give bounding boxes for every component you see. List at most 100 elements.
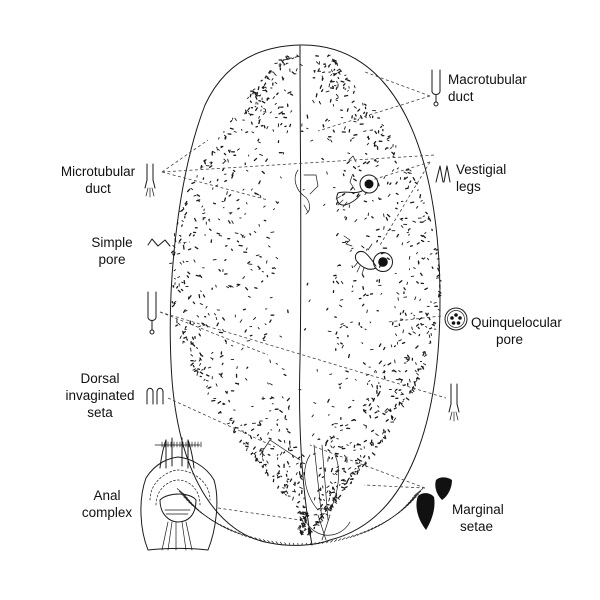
seta-dot <box>334 473 338 476</box>
seta-dot <box>385 408 389 411</box>
seta-dot <box>400 225 404 228</box>
seta-dot <box>199 363 202 366</box>
seta-dot <box>414 296 417 301</box>
seta-dot <box>268 437 272 440</box>
seta-dot <box>395 192 399 195</box>
seta-dot <box>332 58 335 63</box>
seta-dot <box>208 228 212 231</box>
seta-dot <box>289 478 293 482</box>
fringe-hair <box>293 542 295 545</box>
seta-dot <box>323 203 326 206</box>
seta-dot <box>266 460 269 464</box>
seta-dot <box>274 81 278 85</box>
seta-dot <box>349 481 352 485</box>
seta-dot <box>299 486 303 489</box>
seta-dot <box>242 188 245 191</box>
seta-dot <box>244 213 247 215</box>
seta-dot <box>328 63 332 67</box>
seta-dot <box>348 406 352 409</box>
seta-dot <box>264 76 267 79</box>
seta-dot <box>378 360 383 365</box>
seta-dot <box>341 193 346 196</box>
seta-dot <box>193 369 198 373</box>
seta-dot <box>316 524 320 526</box>
seta-dot <box>274 62 278 65</box>
seta-dot <box>297 510 301 514</box>
seta-dot <box>336 437 339 440</box>
seta-dot <box>367 398 370 402</box>
seta-dot <box>222 206 225 209</box>
fringe-hair <box>407 496 417 504</box>
seta-dot <box>361 245 365 249</box>
seta-dot <box>258 421 262 426</box>
fringe-hair <box>400 504 410 511</box>
seta-dot <box>202 216 206 219</box>
seta-dot <box>321 75 324 80</box>
seta-dot <box>354 467 357 470</box>
seta-dot <box>420 200 423 202</box>
seta-dot <box>250 268 253 271</box>
seta-dot <box>331 69 333 73</box>
seta-dot <box>381 124 385 127</box>
seta-dot <box>337 445 342 448</box>
seta-dot <box>188 232 192 237</box>
label-anal-complex-line2: complex <box>82 505 133 520</box>
seta-dot <box>422 215 425 217</box>
seta-dot <box>417 189 419 191</box>
fringe-hair <box>364 529 370 534</box>
seta-dot <box>191 181 196 185</box>
fringe-hair <box>234 530 240 535</box>
seta-dot <box>267 432 269 435</box>
seta-dot <box>412 177 416 181</box>
seta-dot <box>341 344 344 349</box>
seta-dot <box>376 160 379 163</box>
seta-dot <box>328 83 331 88</box>
seta-dot <box>394 391 398 394</box>
seta-dot <box>307 531 311 536</box>
label-quinquelocular-pore-line1: Quinquelocular <box>471 315 562 330</box>
seta-dot <box>405 357 409 361</box>
seta-dot <box>276 474 279 478</box>
seta-dot <box>278 65 281 68</box>
fringe-hair <box>318 541 320 545</box>
seta-dot <box>266 260 268 264</box>
seta-dot <box>297 481 300 485</box>
seta-dot <box>347 477 350 481</box>
seta-dot <box>199 328 202 331</box>
seta-dot <box>404 312 407 316</box>
seta-dot <box>199 290 202 292</box>
seta-dot <box>375 433 379 436</box>
seta-dot <box>425 211 428 215</box>
seta-dot <box>422 351 426 353</box>
seta-dot <box>289 123 292 128</box>
seta-dot <box>344 74 347 77</box>
seta-dot <box>291 57 295 60</box>
seta-dot <box>351 265 354 269</box>
fringe-hair <box>254 537 259 541</box>
seta-dot <box>247 107 251 110</box>
seta-dot <box>408 332 412 336</box>
seta-dot <box>383 176 386 179</box>
seta-dot <box>366 160 370 165</box>
seta-dot <box>244 431 247 434</box>
seta-dot <box>233 131 237 133</box>
seta-dot <box>318 61 321 66</box>
seta-dot <box>198 293 201 299</box>
seta-dot <box>231 420 235 425</box>
seta-dot <box>340 80 345 83</box>
seta-dot <box>184 211 188 216</box>
seta-dot <box>419 194 422 199</box>
seta-dot <box>216 146 219 151</box>
seta-dot <box>439 279 442 282</box>
seta-dot <box>267 245 271 248</box>
seta-dot <box>180 288 184 292</box>
seta-dot <box>357 165 361 168</box>
seta-dot <box>266 236 270 239</box>
seta-dot <box>222 317 226 321</box>
seta-dot <box>171 253 175 257</box>
seta-dot <box>373 140 377 145</box>
seta-dot <box>385 411 388 414</box>
seta-dot <box>326 307 329 311</box>
seta-dot <box>228 284 232 288</box>
seta-dot <box>347 90 349 92</box>
